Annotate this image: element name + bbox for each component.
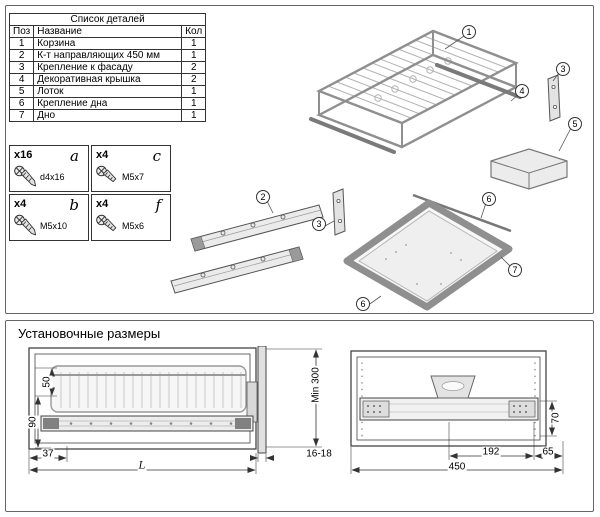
dim-450: 450 xyxy=(447,461,467,473)
fastener-count: x4 xyxy=(14,198,27,210)
fastener-count: x16 xyxy=(14,149,33,161)
exploded-view-drawing xyxy=(170,29,572,311)
part-name: Дно xyxy=(33,109,183,122)
parts-table: Список деталей Поз Название Кол 1 Корзин… xyxy=(8,13,207,122)
table-row: 4 Декоративная крышка 2 xyxy=(8,73,207,86)
table-header-row: Поз Название Кол xyxy=(8,25,207,38)
fastener-letter: f xyxy=(155,196,161,214)
assembly-panel: Список деталей Поз Название Кол 1 Корзин… xyxy=(5,5,594,314)
dim-length: L xyxy=(137,460,147,472)
part-qty: 1 xyxy=(181,109,207,122)
facade-bracket-right-drawing xyxy=(547,74,561,122)
part-pos: 5 xyxy=(8,85,35,98)
table-row: 5 Лоток 1 xyxy=(8,85,207,98)
screw-icon xyxy=(13,214,37,238)
table-row: 7 Дно 1 xyxy=(8,109,207,122)
fastener-letter: b xyxy=(69,196,79,214)
front-section-drawing xyxy=(350,350,564,474)
dim-16-18: 16-18 xyxy=(305,448,333,460)
basket-drawing xyxy=(309,29,522,154)
fastener-box-a: x16 a d4x16 xyxy=(9,145,89,192)
part-name: К-т направляющих 450 мм xyxy=(33,49,183,62)
part-pos: 2 xyxy=(8,49,35,62)
part-qty: 1 xyxy=(181,85,207,98)
screw-icon xyxy=(95,214,119,238)
dim-37: 37 xyxy=(41,448,55,460)
section-title: Установочные размеры xyxy=(18,326,161,341)
dim-65: 65 xyxy=(541,446,555,458)
dim-50: 50 xyxy=(41,375,53,389)
table-row: 6 Крепление дна 1 xyxy=(8,97,207,110)
part-qty: 1 xyxy=(181,49,207,62)
tray-drawing xyxy=(490,148,568,190)
fastener-size: M5x10 xyxy=(40,221,68,231)
part-pos: 1 xyxy=(8,37,35,50)
facade-bracket-left-drawing xyxy=(332,188,346,236)
col-header-pos: Поз xyxy=(8,25,35,38)
callout-4: 4 xyxy=(515,84,529,98)
fastener-box-f: x4 f M5x6 xyxy=(91,194,171,241)
leader-lines xyxy=(266,35,572,307)
table-row: 2 К-т направляющих 450 мм 1 xyxy=(8,49,207,62)
part-name: Декоративная крышка xyxy=(33,73,183,86)
installation-dimensions-panel: Установочные размеры xyxy=(5,320,594,512)
part-qty: 1 xyxy=(181,97,207,110)
table-row: 1 Корзина 1 xyxy=(8,37,207,50)
callout-1: 1 xyxy=(462,25,476,39)
dim-min-300: Min 300 xyxy=(310,366,322,404)
part-qty: 2 xyxy=(181,73,207,86)
side-section-drawing xyxy=(28,346,322,474)
fastener-size: M5x6 xyxy=(122,221,145,231)
fastener-count: x4 xyxy=(96,149,109,161)
callout-2: 2 xyxy=(256,190,270,204)
callout-7: 7 xyxy=(508,263,522,277)
callout-6-bottom: 6 xyxy=(356,297,370,311)
fastener-box-b: x4 b M5x10 xyxy=(9,194,89,241)
part-pos: 7 xyxy=(8,109,35,122)
dim-70: 70 xyxy=(550,411,562,425)
screw-icon xyxy=(13,165,37,189)
callout-5: 5 xyxy=(568,117,582,131)
part-pos: 6 xyxy=(8,97,35,110)
part-qty: 1 xyxy=(181,37,207,50)
fastener-size: M5x7 xyxy=(122,172,145,182)
part-name: Крепление к фасаду xyxy=(33,61,183,74)
callout-3-right: 3 xyxy=(556,62,570,76)
bottom-frame-drawing xyxy=(343,193,513,311)
callout-6-top: 6 xyxy=(482,192,496,206)
part-pos: 3 xyxy=(8,61,35,74)
fasteners-legend: x16 a d4x16 x4 c M5x7 x4 b M5x10 x4 f xyxy=(9,145,171,241)
fastener-size: d4x16 xyxy=(40,172,65,182)
part-name: Корзина xyxy=(33,37,183,50)
rails-drawing xyxy=(170,204,324,294)
callout-3-left: 3 xyxy=(312,217,326,231)
part-qty: 2 xyxy=(181,61,207,74)
part-name: Лоток xyxy=(33,85,183,98)
fastener-letter: c xyxy=(152,147,161,165)
screw-icon xyxy=(95,165,119,189)
table-row: 3 Крепление к фасаду 2 xyxy=(8,61,207,74)
dim-90: 90 xyxy=(27,415,39,429)
fastener-box-c: x4 c M5x7 xyxy=(91,145,171,192)
parts-table-title: Список деталей xyxy=(8,13,207,26)
dim-192: 192 xyxy=(481,446,501,458)
fastener-letter: a xyxy=(70,147,79,165)
table-title-row: Список деталей xyxy=(8,13,207,26)
col-header-qty: Кол xyxy=(181,25,207,38)
part-pos: 4 xyxy=(8,73,35,86)
col-header-name: Название xyxy=(33,25,183,38)
fastener-count: x4 xyxy=(96,198,109,210)
part-name: Крепление дна xyxy=(33,97,183,110)
